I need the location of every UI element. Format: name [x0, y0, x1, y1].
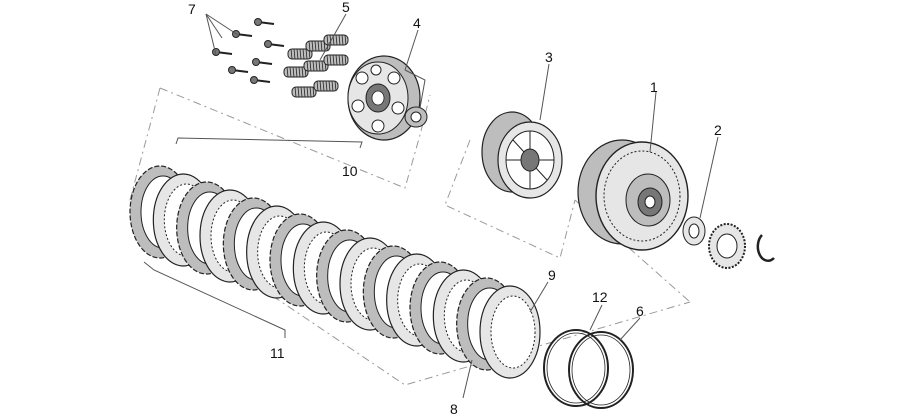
frame-clutch-pack-lower: [129, 87, 691, 386]
clutch-plate: [479, 285, 541, 379]
clutch-housing: [577, 139, 689, 251]
frame-clutch-pack: [159, 87, 431, 189]
circlip: [756, 234, 775, 262]
callout-11: 11: [270, 345, 285, 361]
callout-5: 5: [342, 0, 350, 15]
leader-lines: [143, 13, 719, 399]
clutch-spring: [323, 54, 349, 66]
clutch-spring: [313, 80, 339, 92]
callout-4: 4: [413, 15, 421, 31]
clutch-plates-stack: [129, 165, 541, 379]
bolt: [252, 58, 273, 66]
bolt: [232, 30, 253, 38]
bolt: [264, 40, 285, 48]
callout-12: 12: [592, 289, 608, 305]
inner-clutch-hub: [481, 111, 563, 199]
clutch-spring: [291, 86, 317, 98]
thrust-washer: [682, 216, 706, 246]
callout-1: 1: [650, 79, 658, 95]
callout-6: 6: [636, 303, 644, 319]
callout-10: 10: [342, 163, 358, 179]
callout-3: 3: [545, 49, 553, 65]
clutch-springs: [283, 34, 349, 98]
clutch-spring: [323, 34, 349, 46]
spring-bolts: [212, 18, 285, 84]
oil-pump-gear: [708, 223, 746, 269]
clutch-spring: [303, 60, 329, 72]
clutch-spring: [283, 66, 309, 78]
bolt: [254, 18, 275, 26]
pressure-plate: [347, 55, 421, 141]
frame-drum-group: [444, 139, 576, 259]
callout-9: 9: [548, 267, 556, 283]
callout-7: 7: [188, 1, 196, 17]
bolt: [212, 48, 233, 56]
bolt: [228, 66, 249, 74]
release-bearing: [404, 106, 428, 128]
callout-8: 8: [450, 401, 458, 417]
wire-rings: [543, 329, 634, 409]
callouts: 1 2 3 4 5 6 7 8 9 10 11 12: [188, 0, 722, 417]
callout-2: 2: [714, 122, 722, 138]
bolt: [250, 76, 271, 84]
